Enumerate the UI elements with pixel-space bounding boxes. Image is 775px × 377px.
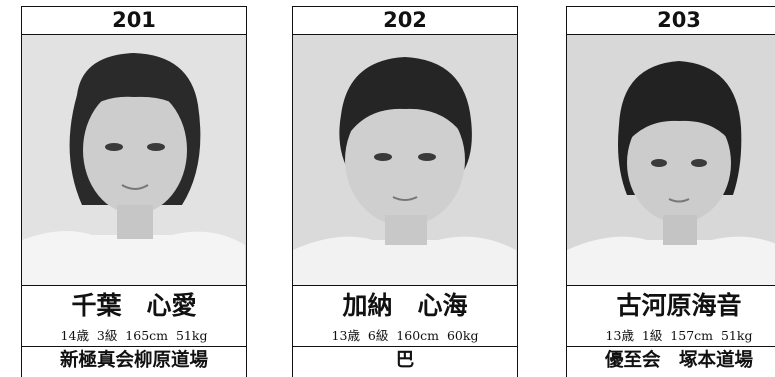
athlete-club: 新極真会柳原道場	[59, 350, 208, 371]
athlete-number: 203	[567, 7, 775, 35]
athlete-card-201: 201 千葉 心愛 14歳 3級 165cm 51kg 新極真会柳原道場	[21, 6, 247, 377]
athlete-name: 古河原海音	[616, 291, 742, 320]
athlete-number: 201	[22, 7, 246, 35]
athlete-photo	[293, 35, 517, 286]
athlete-club: 巴	[395, 350, 415, 371]
athlete-name: 加納 心海	[342, 291, 468, 320]
athlete-photo	[22, 35, 246, 286]
athlete-name: 千葉 心愛	[71, 291, 197, 320]
athlete-number: 202	[293, 7, 517, 35]
athlete-stats: 13歳 6級 160cm 60kg	[293, 326, 517, 347]
athlete-stats: 14歳 3級 165cm 51kg	[22, 326, 246, 347]
athlete-card-203: 203 古河原海音 13歳 1級 157cm 51kg 優至会 塚本道場	[566, 6, 775, 377]
athlete-card-202: 202 加納 心海 13歳 6級 160cm 60kg 巴	[292, 6, 518, 377]
athlete-club: 優至会 塚本道場	[604, 350, 753, 371]
athlete-stats: 13歳 1級 157cm 51kg	[567, 326, 775, 347]
athlete-photo	[567, 35, 775, 286]
